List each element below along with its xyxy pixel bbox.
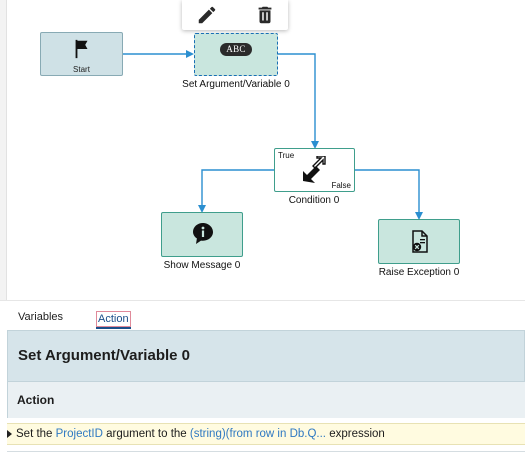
bottom-divider bbox=[7, 451, 525, 452]
argument-link[interactable]: ProjectID bbox=[55, 428, 103, 440]
start-node[interactable]: Start bbox=[40, 32, 123, 76]
condition-node[interactable]: True False bbox=[274, 148, 355, 192]
tab-variables[interactable]: Variables bbox=[18, 311, 64, 323]
section-title: Action bbox=[17, 393, 55, 407]
set-argument-node[interactable]: ABC bbox=[194, 33, 278, 76]
action-row[interactable]: Set the ProjectID argument to the (strin… bbox=[7, 423, 525, 445]
action-middle-text: argument to the bbox=[102, 428, 190, 440]
flag-icon bbox=[75, 39, 88, 59]
connector-condition-to-exception bbox=[355, 169, 423, 220]
condition-node-label: Condition 0 bbox=[288, 195, 340, 206]
connector-condition-to-message bbox=[198, 169, 274, 213]
workflow-canvas[interactable]: Start ABC Set Argument/Variable 0 True F… bbox=[0, 0, 525, 300]
row-pointer-icon bbox=[7, 430, 12, 438]
show-message-node[interactable] bbox=[161, 212, 243, 257]
trash-icon bbox=[258, 6, 272, 24]
action-description: Set the ProjectID argument to the (strin… bbox=[16, 428, 385, 440]
raise-exception-node[interactable] bbox=[378, 219, 460, 264]
show-message-node-label: Show Message 0 bbox=[163, 260, 241, 271]
condition-false-label: False bbox=[331, 181, 351, 190]
properties-tabs: Variables Action bbox=[0, 300, 525, 331]
set-argument-node-label: Set Argument/Variable 0 bbox=[182, 79, 290, 90]
node-toolbar bbox=[182, 0, 288, 30]
action-prefix-text: Set the bbox=[16, 428, 56, 440]
condition-true-label: True bbox=[278, 151, 295, 160]
canvas-left-edge bbox=[0, 0, 7, 300]
document-error-icon bbox=[412, 230, 428, 253]
action-suffix-text: expression bbox=[326, 428, 385, 440]
section-header: Action bbox=[7, 382, 525, 418]
panel-header: Set Argument/Variable 0 bbox=[7, 330, 525, 382]
connector-set-to-condition bbox=[278, 53, 319, 149]
panel-title: Set Argument/Variable 0 bbox=[18, 347, 191, 364]
delete-button[interactable] bbox=[252, 4, 278, 26]
expression-link[interactable]: (string)(from row in Db.Q... bbox=[189, 428, 326, 440]
start-node-label: Start bbox=[73, 65, 90, 74]
connectors bbox=[123, 50, 423, 220]
tab-action[interactable]: Action bbox=[96, 311, 131, 329]
pencil-icon bbox=[198, 6, 216, 24]
edit-button[interactable] bbox=[194, 4, 220, 26]
branch-arrows-icon bbox=[303, 156, 326, 183]
raise-exception-node-label: Raise Exception 0 bbox=[378, 267, 460, 278]
info-bubble-icon bbox=[193, 223, 213, 244]
abc-badge-icon: ABC bbox=[220, 43, 252, 56]
